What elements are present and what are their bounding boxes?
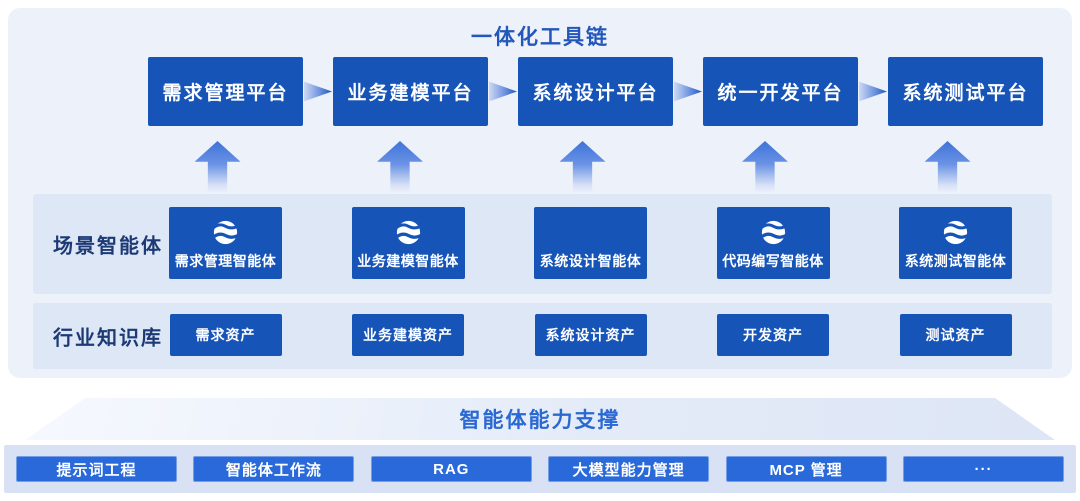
knowledge-asset-box: 业务建模资产 (352, 314, 464, 356)
agent-box: 业务建模智能体 (351, 207, 465, 279)
up-arrow-icon (377, 141, 423, 193)
platform-row: 需求管理平台业务建模平台系统设计平台统一开发平台系统测试平台 (148, 57, 1043, 126)
globe-icon (210, 220, 241, 245)
platform-box: 统一开发平台 (703, 57, 858, 126)
agent-box: 系统设计智能体 (534, 207, 647, 279)
platform-box: 系统设计平台 (518, 57, 673, 126)
capability-item: MCP 管理 (725, 456, 887, 482)
globe-icon (940, 220, 971, 245)
knowledge-asset-box: 系统设计资产 (534, 314, 647, 356)
up-arrow-icon (742, 141, 788, 193)
knowledge-asset-box: 开发资产 (717, 314, 829, 356)
right-arrow-icon (304, 81, 332, 102)
knowledge-asset-box: 需求资产 (169, 314, 282, 356)
toolchain-panel: 一体化工具链 需求管理平台业务建模平台系统设计平台统一开发平台系统测试平台 场景… (8, 8, 1072, 378)
globe-icon (757, 220, 789, 245)
agents-band-label: 场景智能体 (53, 235, 163, 258)
platform-box: 业务建模平台 (333, 57, 488, 126)
capability-item: 智能体工作流 (193, 456, 355, 482)
agent-box: 代码编写智能体 (716, 207, 830, 279)
capability-band: 提示词工程智能体工作流 RAG 大模型能力管理 MCP 管理 ··· (4, 445, 1076, 493)
agent-box-label: 系统设计智能体 (539, 253, 642, 269)
knowledge-band: 行业知识库 需求资产 业务建模资产 系统设计资产 开发资产 测试资产 (33, 303, 1052, 369)
capability-item: ··· (902, 456, 1064, 482)
agents-band: 场景智能体 需求管理智能体 业务建模智能体 系统设计智能体 代码编写智能体 系统测试智能… (33, 194, 1052, 294)
right-arrow-icon (859, 81, 887, 102)
agent-box: 系统测试智能体 (899, 207, 1012, 279)
capability-item: RAG (370, 456, 532, 482)
knowledge-asset-box: 测试资产 (899, 314, 1012, 356)
right-arrow-icon (674, 81, 702, 102)
capability-item: 大模型能力管理 (548, 456, 710, 482)
agent-box-label: 业务建模智能体 (357, 253, 459, 269)
toolchain-title: 一体化工具链 (471, 26, 609, 49)
up-arrow-icon (194, 141, 241, 193)
capability-item: 提示词工程 (16, 456, 177, 482)
globe-icon (392, 220, 424, 245)
support-title: 智能体能力支撑 (459, 409, 621, 432)
platform-box: 系统测试平台 (888, 57, 1043, 126)
agent-box-label: 代码编写智能体 (722, 253, 824, 269)
agent-box: 需求管理智能体 (169, 207, 282, 279)
platform-box: 需求管理平台 (148, 57, 303, 126)
knowledge-band-label: 行业知识库 (53, 327, 163, 350)
agent-box-label: 系统测试智能体 (904, 253, 1007, 269)
support-platform: 智能体能力支撑 (25, 398, 1055, 440)
up-arrow-icon (924, 141, 971, 193)
agent-box-label: 需求管理智能体 (174, 253, 277, 269)
right-arrow-icon (489, 81, 517, 102)
up-arrow-icon (559, 141, 606, 193)
